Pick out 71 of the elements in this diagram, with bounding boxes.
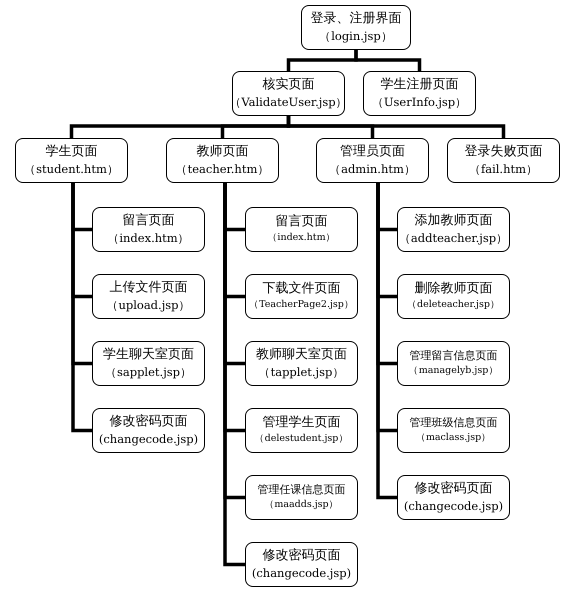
page-box: [301, 5, 411, 50]
file-name: （tapplet.jsp）: [258, 366, 344, 380]
file-name: （maclass.jsp）: [416, 432, 492, 444]
file-name: （managelyb.jsp）: [408, 366, 498, 377]
page-title: 学生页面: [46, 144, 98, 160]
page-box: [397, 408, 510, 453]
file-name: （teacher.htm）: [176, 162, 270, 176]
connector-line: [71, 183, 92, 432]
file-name: （login.jsp）: [319, 30, 393, 44]
page-box: [245, 475, 358, 520]
page-box: [245, 207, 358, 252]
page-box: [397, 341, 510, 386]
page-box: [245, 274, 358, 319]
file-name: （fail.htm）: [468, 162, 538, 176]
file-name: （upload.jsp）: [106, 298, 191, 312]
file-name: (changecode.jsp): [404, 500, 504, 514]
file-name: （addteacher.jsp）: [398, 232, 508, 246]
page-box: [363, 71, 476, 116]
page-title: 学生注册页面: [380, 78, 458, 93]
connector-line: [354, 50, 422, 71]
page-box: [245, 341, 358, 386]
page-title: 删除教师页面: [414, 282, 492, 297]
page-box: [92, 274, 205, 319]
page-box: [447, 138, 560, 183]
file-name: （student.htm）: [24, 162, 119, 176]
page-title: 教师页面: [196, 144, 248, 160]
page-title: 登录失败页面: [464, 144, 542, 160]
file-name: （maadds.jsp）: [264, 500, 339, 511]
page-title: 管理任课信息页面: [258, 484, 346, 497]
page-title: 管理班级信息页面: [410, 417, 498, 430]
file-name: （index.htm）: [267, 233, 336, 244]
page-title: 核实页面: [262, 78, 314, 93]
page-title: 添加教师页面: [414, 214, 492, 229]
page-box: [397, 274, 510, 319]
page-title: 管理留言信息页面: [410, 350, 498, 363]
page-box: [166, 138, 279, 183]
page-title: 学生聊天室页面: [103, 348, 194, 363]
page-title: 修改密码页面: [262, 548, 340, 564]
file-name: （admin.htm）: [329, 162, 416, 176]
page-title: 教师聊天室页面: [256, 348, 347, 363]
page-title: 留言页面: [276, 215, 328, 230]
page-box: [15, 138, 128, 183]
file-name: （deleteacher.jsp）: [407, 300, 500, 311]
page-box: [92, 341, 205, 386]
file-name: （index.htm）: [107, 232, 190, 246]
connector-line: [376, 183, 397, 500]
file-name: （UserInfo.jsp）: [372, 96, 468, 110]
page-box: [92, 408, 205, 453]
file-name: (changecode.jsp): [98, 432, 198, 446]
page-box: [232, 71, 345, 116]
page-box: [92, 207, 205, 252]
page-title: 管理学生页面: [262, 416, 340, 431]
connector-line: [286, 116, 506, 138]
page-title: 登录、注册界面: [310, 12, 402, 27]
page-title: 上传文件页面: [110, 280, 188, 296]
page-title: 管理员页面: [340, 144, 405, 160]
page-title: 修改密码页面: [414, 482, 492, 497]
page-box: [245, 542, 358, 587]
page-box: [397, 475, 510, 520]
file-name: （delestudent.jsp）: [254, 434, 348, 445]
page-box: [245, 408, 358, 453]
file-name: （sapplet.jsp）: [104, 366, 192, 380]
page-box: [397, 207, 510, 252]
file-name: （TeacherPage2.jsp）: [249, 300, 354, 311]
page-box: [316, 138, 429, 183]
page-title: 留言页面: [122, 214, 174, 229]
file-name: (changecode.jsp): [252, 566, 352, 580]
file-name: （ValidateUser.jsp）: [229, 96, 348, 110]
page-title: 下载文件页面: [262, 282, 340, 297]
page-title: 修改密码页面: [110, 414, 188, 430]
connector-line: [223, 183, 245, 566]
